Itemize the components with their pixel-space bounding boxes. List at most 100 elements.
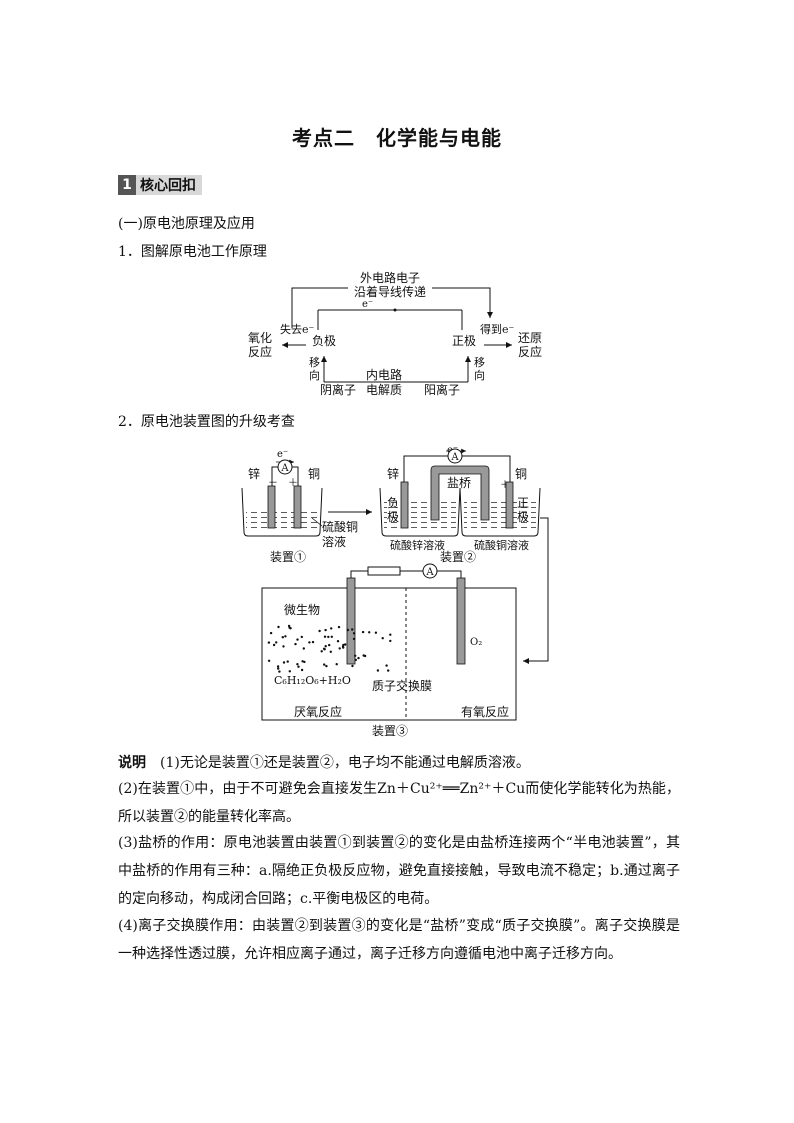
- flow-electrolyte: 电解质: [366, 383, 402, 397]
- microbe-dot: [385, 664, 388, 667]
- device1-minus: －: [268, 478, 278, 489]
- device1-copper-electrode: [293, 485, 302, 529]
- device2-caption: 装置②: [440, 550, 476, 564]
- microbe-dot: [300, 635, 303, 639]
- device3-container: [261, 587, 517, 721]
- device2-plus: ＋: [500, 480, 510, 491]
- device3-cathode: [456, 577, 466, 665]
- device2-copper-label: 铜: [515, 466, 527, 481]
- microbe-dot: [267, 659, 271, 662]
- microbe-dot: [286, 660, 289, 663]
- salt-bridge-icon: [430, 465, 490, 521]
- microbe-dot: [269, 631, 273, 635]
- microbe-dot: [325, 664, 328, 668]
- device3-glucose-label: C₆H₁₂O₆+H₂O: [274, 674, 351, 687]
- device2-negative-2: 极: [387, 510, 399, 524]
- device2-znso4-label: 硫酸锌溶液: [390, 538, 445, 552]
- note-lead: 说明: [118, 755, 146, 771]
- note-paragraph-4: (4)离子交换膜作用：由装置②到装置③的变化是“盐桥”变成“质子交换膜”。离子交…: [118, 918, 680, 962]
- microbe-dot: [368, 631, 371, 634]
- flow-top-line2: 沿着导线传递: [354, 284, 426, 299]
- device1-copper-label: 铜: [308, 466, 320, 481]
- flow-anion: 阴离子: [320, 382, 356, 397]
- flow-top-line1: 外电路电子: [360, 270, 420, 285]
- microbe-dot: [351, 628, 354, 631]
- microbe-dot: [335, 663, 338, 666]
- microbe-dot: [297, 665, 300, 668]
- device1-caption: 装置①: [270, 550, 306, 564]
- section-badge: 1 核心回扣: [118, 175, 202, 195]
- microbe-dot: [346, 628, 350, 632]
- page-title: 考点二 化学能与电能: [292, 126, 502, 150]
- flow-lose-electron: 失去e⁻: [280, 323, 315, 336]
- microbe-dot: [329, 650, 332, 653]
- microbe-dot: [282, 661, 286, 664]
- microbe-dot: [318, 629, 321, 633]
- microbe-dot: [276, 665, 280, 668]
- note-paragraph-3: (3)盐桥的作用：原电池装置由装置①到装置②的变化是由盐桥连接两个“半电池装置”…: [118, 835, 680, 907]
- microbe-dot: [354, 654, 357, 657]
- device1-plus: ＋: [288, 478, 298, 489]
- microbe-dot: [344, 643, 347, 646]
- microbe-dot: [357, 656, 360, 660]
- microbe-dot: [311, 640, 315, 644]
- microbe-dot: [272, 643, 276, 647]
- device-1: 锌 铜 e⁻ A － ＋ 硫酸铜 溶液 装置①: [241, 449, 372, 564]
- microbe-dot: [362, 654, 365, 657]
- device2-positive-2: 极: [517, 510, 529, 524]
- microbe-dot: [277, 625, 280, 629]
- device2-zinc-label: 锌: [387, 467, 399, 481]
- device1-electron: e⁻: [277, 449, 288, 460]
- device-2: e⁻ A 锌 铜 － ＋ 负 极 正 极 盐桥 硫酸锌溶液 硫酸铜溶液 装置②: [379, 445, 549, 664]
- device3-o2-label: O₂: [470, 637, 482, 648]
- device1-ammeter-icon: [277, 459, 293, 475]
- microbe-dot: [300, 668, 304, 672]
- device1-cuso4-line1: 硫酸铜: [322, 519, 358, 534]
- microbe-dot: [275, 641, 278, 644]
- microbe-dot: [308, 641, 311, 644]
- device2-right-beaker: [459, 487, 541, 537]
- microbe-dot: [320, 650, 323, 653]
- microbe-dot: [352, 632, 356, 635]
- microbe-dot: [322, 647, 326, 650]
- device2-ammeter-icon: [447, 448, 463, 464]
- device2-copper-electrode: [505, 481, 514, 529]
- item-2-heading: 2．原电池装置图的升级考查: [118, 414, 295, 430]
- microbe-dot: [330, 635, 333, 638]
- microbe-dot: [330, 627, 333, 630]
- flow-negative-electrode: 负极: [312, 334, 336, 348]
- microbe-dot: [294, 642, 297, 646]
- item-1-heading: 1．图解原电池工作原理: [118, 244, 267, 260]
- microbe-dot: [282, 645, 285, 648]
- microbe-dot: [323, 663, 326, 666]
- device-3: A 微生物 O₂ C₆H₁₂O₆+H₂O 质子交换膜 厌氧反应 有氧反应 装置③: [261, 563, 517, 738]
- device3-resistor: [367, 566, 401, 576]
- flow-oxidation-1: 氧化: [248, 331, 272, 345]
- note-paragraph-1: 说明 (1)无论是装置①还是装置②，电子均不能通过电解质溶液。: [118, 749, 680, 777]
- microbe-dot: [284, 635, 287, 638]
- device3-anaerobic-label: 厌氧反应: [294, 704, 342, 719]
- microbe-dot: [296, 638, 299, 641]
- flow-gain-electron: 得到e⁻: [480, 323, 515, 336]
- microbe-dot: [381, 637, 384, 640]
- microbe-dot: [267, 641, 271, 644]
- microbe-dot: [323, 635, 327, 638]
- note-1-text: (1)无论是装置①还是装置②，电子均不能通过电解质溶液。: [146, 755, 530, 771]
- microbe-dot: [327, 635, 330, 639]
- microbe-dot: [387, 669, 390, 672]
- flow-reduction-1: 还原: [518, 331, 542, 345]
- flow-inner-circuit: 内电路: [366, 367, 402, 382]
- device2-positive-1: 正: [517, 496, 529, 510]
- microbe-dot: [302, 647, 305, 650]
- device1-zinc-electrode: [267, 485, 276, 529]
- microbe-dot: [354, 658, 357, 662]
- microbe-dot: [301, 660, 304, 663]
- device2-zinc-electrode: [400, 481, 409, 529]
- device3-aerobic-label: 有氧反应: [461, 704, 509, 719]
- microbe-dot: [287, 624, 291, 628]
- working-principle-diagram: 外电路电子 沿着导线传递 e⁻ 失去e⁻ 氧化 反应 负极 正极 得到e⁻ 还原…: [248, 270, 542, 397]
- microbe-dot: [324, 645, 327, 648]
- flow-move-right-2: 向: [474, 368, 485, 382]
- microbe-dot: [376, 669, 380, 672]
